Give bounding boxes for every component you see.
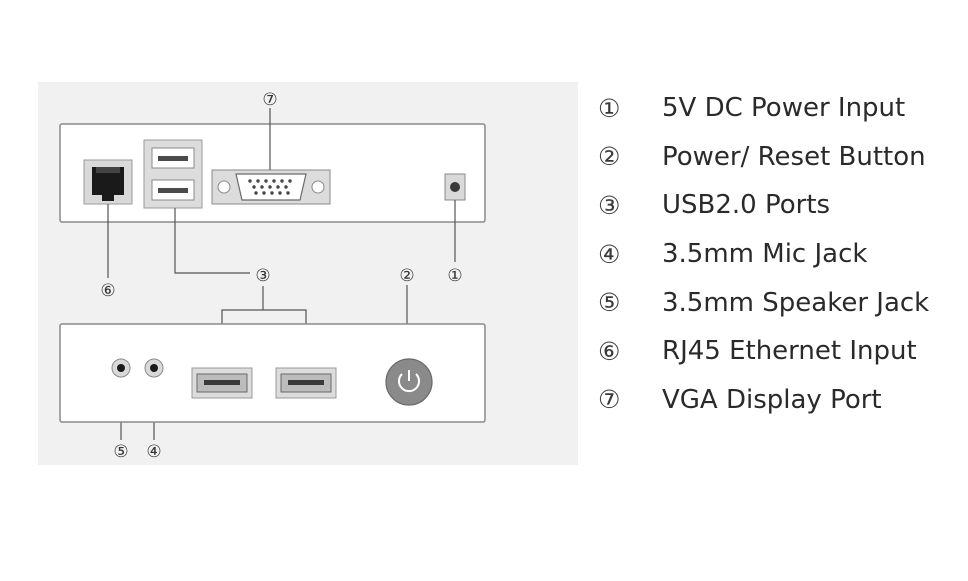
legend-label: USB2.0 Ports — [662, 190, 831, 221]
callout-6: ⑥ — [100, 281, 115, 301]
front-usb-port-right-icon — [275, 367, 337, 399]
legend-number: ③ — [598, 190, 621, 220]
power-button-icon — [385, 358, 433, 406]
callout-4: ④ — [146, 442, 161, 462]
port-legend: ① 5V DC Power Input ② Power/ Reset Butto… — [598, 84, 958, 424]
rear-usb-ports-icon — [143, 139, 203, 209]
legend-item: ④ 3.5mm Mic Jack — [598, 230, 958, 279]
vga-port-icon — [211, 169, 331, 205]
legend-label: Power/ Reset Button — [662, 141, 926, 172]
front-panel — [59, 323, 486, 423]
mic-jack-icon — [144, 358, 164, 378]
legend-item: ⑤ 3.5mm Speaker Jack — [598, 278, 958, 327]
front-usb-port-left-icon — [191, 367, 253, 399]
legend-item: ⑦ VGA Display Port — [598, 376, 958, 425]
rear-panel — [59, 123, 486, 223]
legend-label: 5V DC Power Input — [662, 93, 906, 124]
legend-label: VGA Display Port — [662, 384, 882, 415]
callout-1: ① — [447, 266, 462, 286]
legend-number: ⑤ — [598, 288, 621, 318]
rj45-port-icon — [83, 159, 133, 205]
callout-2: ② — [399, 266, 414, 286]
device-port-diagram: ⑦ ⑥ ③ ② ① ⑤ ④ — [38, 82, 578, 465]
callout-5: ⑤ — [113, 442, 128, 462]
legend-label: 3.5mm Mic Jack — [662, 239, 868, 270]
speaker-jack-icon — [111, 358, 131, 378]
legend-item: ② Power/ Reset Button — [598, 133, 958, 182]
legend-label: RJ45 Ethernet Input — [662, 336, 917, 367]
legend-number: ⑥ — [598, 336, 621, 366]
legend-item: ① 5V DC Power Input — [598, 84, 958, 133]
legend-item: ③ USB2.0 Ports — [598, 181, 958, 230]
callout-3: ③ — [255, 266, 270, 286]
callout-7: ⑦ — [262, 90, 277, 110]
legend-number: ① — [598, 93, 621, 123]
legend-number: ⑦ — [598, 385, 621, 415]
legend-item: ⑥ RJ45 Ethernet Input — [598, 327, 958, 376]
legend-number: ④ — [598, 239, 621, 269]
dc-power-jack-icon — [444, 173, 466, 201]
legend-number: ② — [598, 142, 621, 172]
legend-label: 3.5mm Speaker Jack — [662, 287, 930, 318]
